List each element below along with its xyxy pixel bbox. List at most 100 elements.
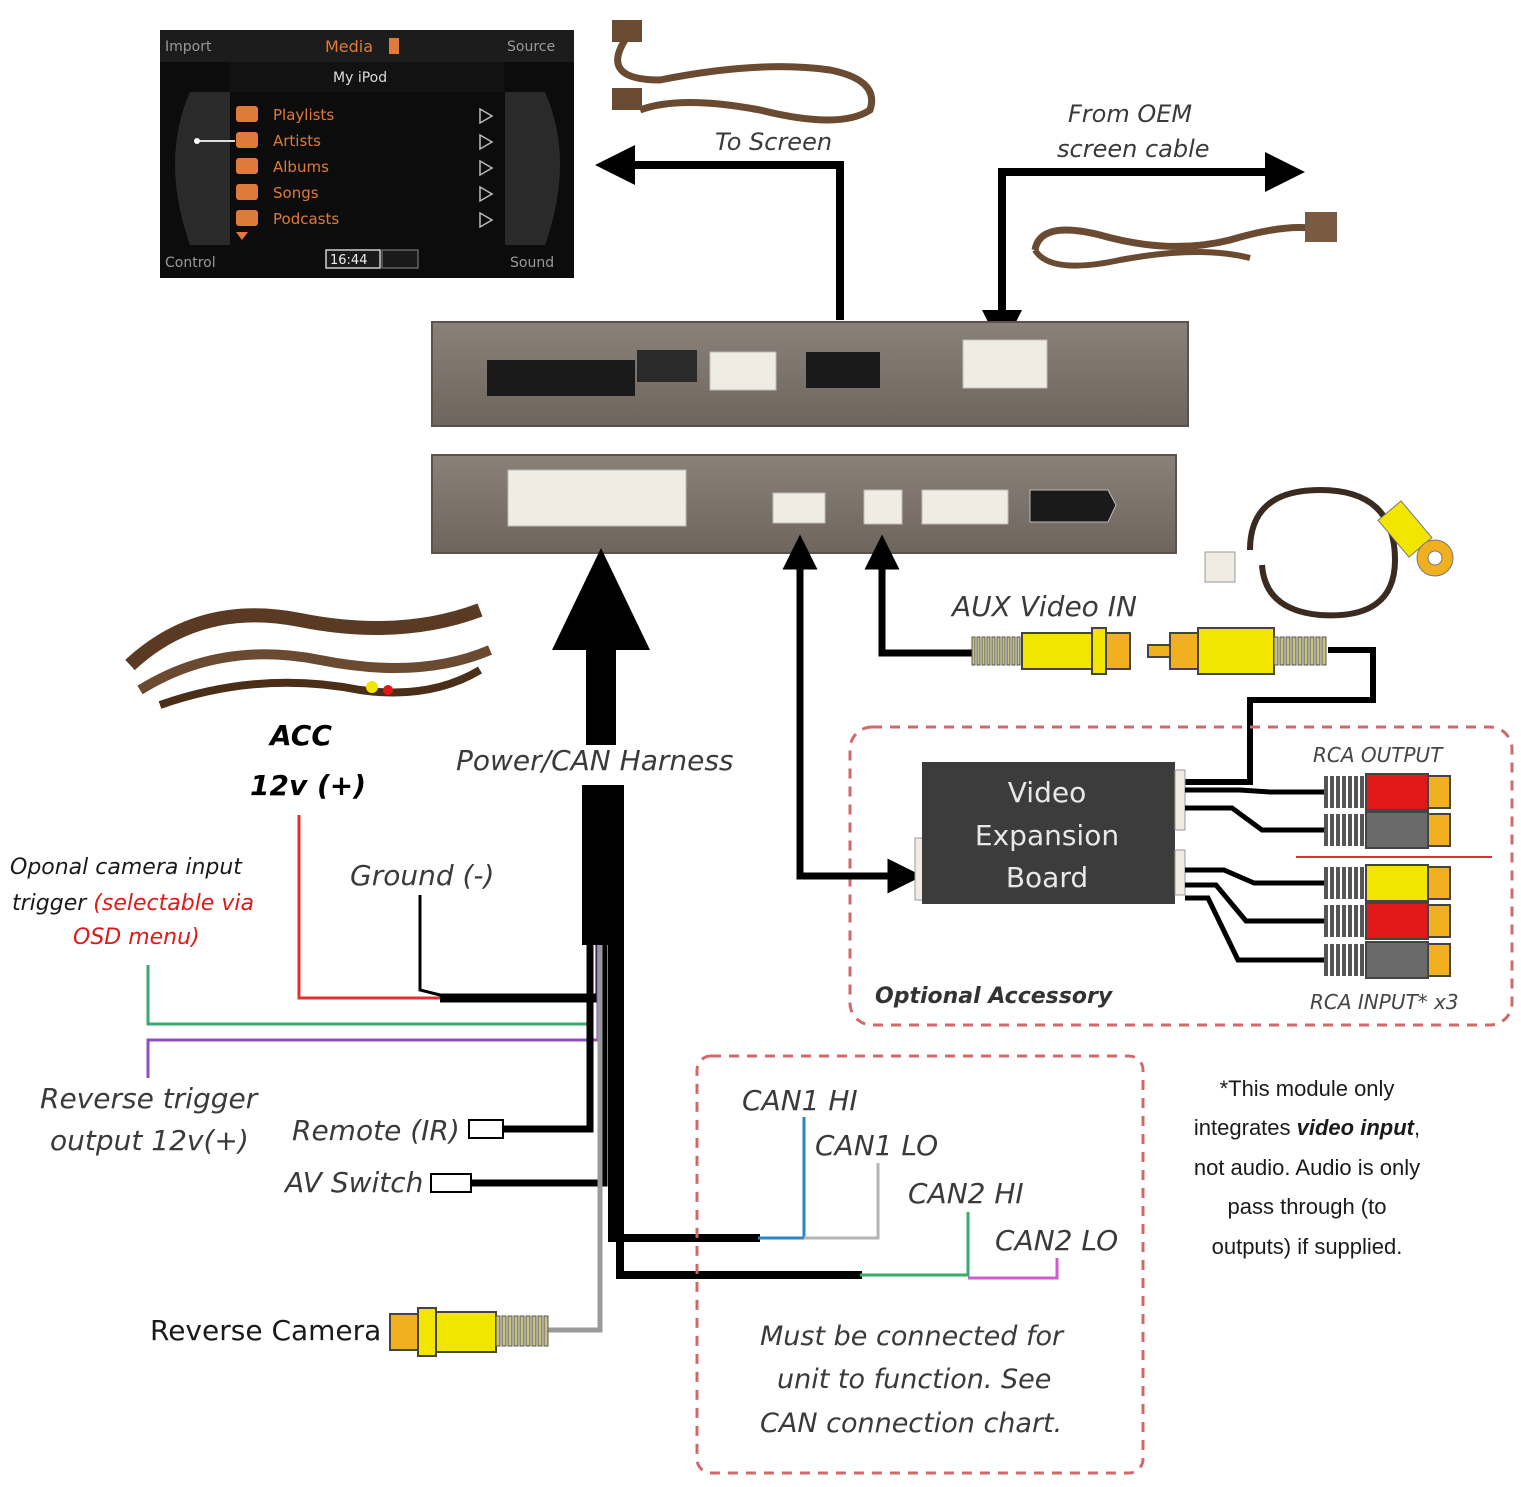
connector-rib (1330, 944, 1334, 976)
footnote-line1: *This module only (1220, 1076, 1395, 1101)
can1-hi-wire (758, 1117, 806, 1240)
can2-hi-label: CAN2 HI (908, 1177, 1024, 1210)
connector-rib (525, 1315, 531, 1347)
to-screen-label: To Screen (715, 128, 832, 156)
cable-plug-icon (612, 20, 642, 42)
connector-rib (1336, 905, 1340, 937)
connector-rib (1285, 636, 1291, 666)
connector-rib (1006, 636, 1011, 666)
footnote: *This module only integrates video input… (1194, 1076, 1420, 1259)
screen-menu-item: Podcasts (236, 210, 494, 229)
camera-trigger-label-line3: OSD menu) (73, 925, 200, 950)
from-oem-label-line1: From OEM (1068, 100, 1192, 128)
connector-rib (537, 1315, 543, 1347)
can2-wire-bundle (616, 945, 862, 1279)
connector-rib (507, 1315, 513, 1347)
can1-lo-wire (804, 1163, 880, 1240)
camera-trigger-label-line1: Oponal camera input (10, 855, 243, 880)
footnote-line2: integrates video input, (1194, 1115, 1420, 1140)
av-switch-plug-icon (430, 1173, 472, 1193)
connector-rib (1324, 814, 1328, 846)
board-label-line1: Video (1008, 776, 1086, 809)
aux-port (863, 489, 903, 525)
rca-connectors (1185, 773, 1451, 979)
harness-connector-icon (366, 681, 378, 693)
menu-selector-dot (194, 138, 200, 144)
rca-cable (1185, 787, 1324, 795)
connector-rib (495, 1315, 501, 1347)
connector-rib (976, 636, 981, 666)
connector-rib (1342, 776, 1346, 808)
rca-cable (1185, 867, 1324, 886)
screen-left-bezel (175, 92, 230, 245)
car-screen: Import Media Source My iPod PlaylistsArt… (160, 30, 574, 278)
connector-rib (1001, 636, 1006, 666)
connector-rib (1354, 867, 1358, 899)
oem-port-connector (962, 339, 1048, 389)
harness-arrow-head (552, 548, 650, 650)
cable-plug-icon (612, 88, 642, 110)
rca-body (1365, 864, 1429, 902)
connector-rib (501, 1315, 507, 1347)
connector-rib (1324, 944, 1328, 976)
connector-rib (996, 636, 1001, 666)
connector-rib (1330, 905, 1334, 937)
harness-trunk (586, 645, 616, 745)
connector-rib (1297, 636, 1303, 666)
screen-clock: 16:44 (330, 253, 367, 268)
scroll-down-icon (236, 232, 248, 240)
connector-rib (1303, 636, 1309, 666)
connector-rib (1360, 944, 1364, 976)
connector-rib (1348, 867, 1352, 899)
rca-tip (1427, 775, 1451, 809)
aux-video-in-label: AUX Video IN (950, 590, 1137, 623)
from-oem-label-line2: screen cable (1057, 135, 1210, 163)
can2-lo-label: CAN2 LO (995, 1224, 1118, 1257)
rca-input-label: RCA INPUT* x3 (1310, 990, 1459, 1014)
clock-box (325, 249, 381, 269)
optional-accessory-box (848, 725, 1514, 1027)
folder-icon (236, 132, 258, 148)
connector-rib (1342, 944, 1346, 976)
rca-cable (1185, 895, 1324, 963)
rca-tip (1427, 866, 1451, 900)
connector-rib (1336, 867, 1340, 899)
must-connect-line3: CAN connection chart. (760, 1408, 1062, 1439)
connector-rib (1291, 636, 1297, 666)
play-arrow-icon (479, 159, 494, 177)
acc-label-line2: 12v (+) (250, 769, 366, 802)
power-can-harness-label: Power/CAN Harness (456, 744, 734, 777)
aux-rca-jack (971, 627, 1131, 675)
av-switch-label: AV Switch (283, 1166, 423, 1199)
aux-to-board-wire (1182, 647, 1376, 785)
screen-menu-item-label: Playlists (273, 106, 334, 124)
rca-input-red (1185, 882, 1451, 940)
screen-port-connector (806, 352, 880, 388)
camera-trigger-wire (146, 945, 592, 1026)
play-arrow-icon (479, 133, 494, 151)
rca-tip (1427, 904, 1451, 938)
port-connector (487, 360, 635, 396)
rca-body (1365, 902, 1429, 940)
reverse-camera-rca-plug (389, 1307, 549, 1357)
expansion-arrow (782, 534, 923, 894)
cable-plug-icon (1204, 551, 1236, 583)
play-arrow-icon (479, 211, 494, 229)
oem-cable-image (1031, 212, 1337, 269)
footnote-line4: pass through (to (1228, 1194, 1387, 1219)
screen-tab-media: Media (325, 37, 373, 56)
connector-rib (519, 1315, 525, 1347)
reverse-camera-wire (548, 945, 603, 1333)
reverse-trigger-label-line2: output 12v(+) (50, 1124, 249, 1157)
folder-icon (236, 106, 258, 122)
footnote-line5: outputs) if supplied. (1212, 1234, 1403, 1259)
connector-rib (1273, 636, 1279, 666)
to-screen-arrow (595, 145, 844, 320)
connector-rib (1324, 776, 1328, 808)
connector-rib (543, 1315, 549, 1347)
remote-ir-plug-icon (468, 1119, 504, 1139)
connector-rib (1360, 867, 1364, 899)
rca-cable (1185, 882, 1324, 924)
screen-tab-source: Source (507, 39, 555, 55)
